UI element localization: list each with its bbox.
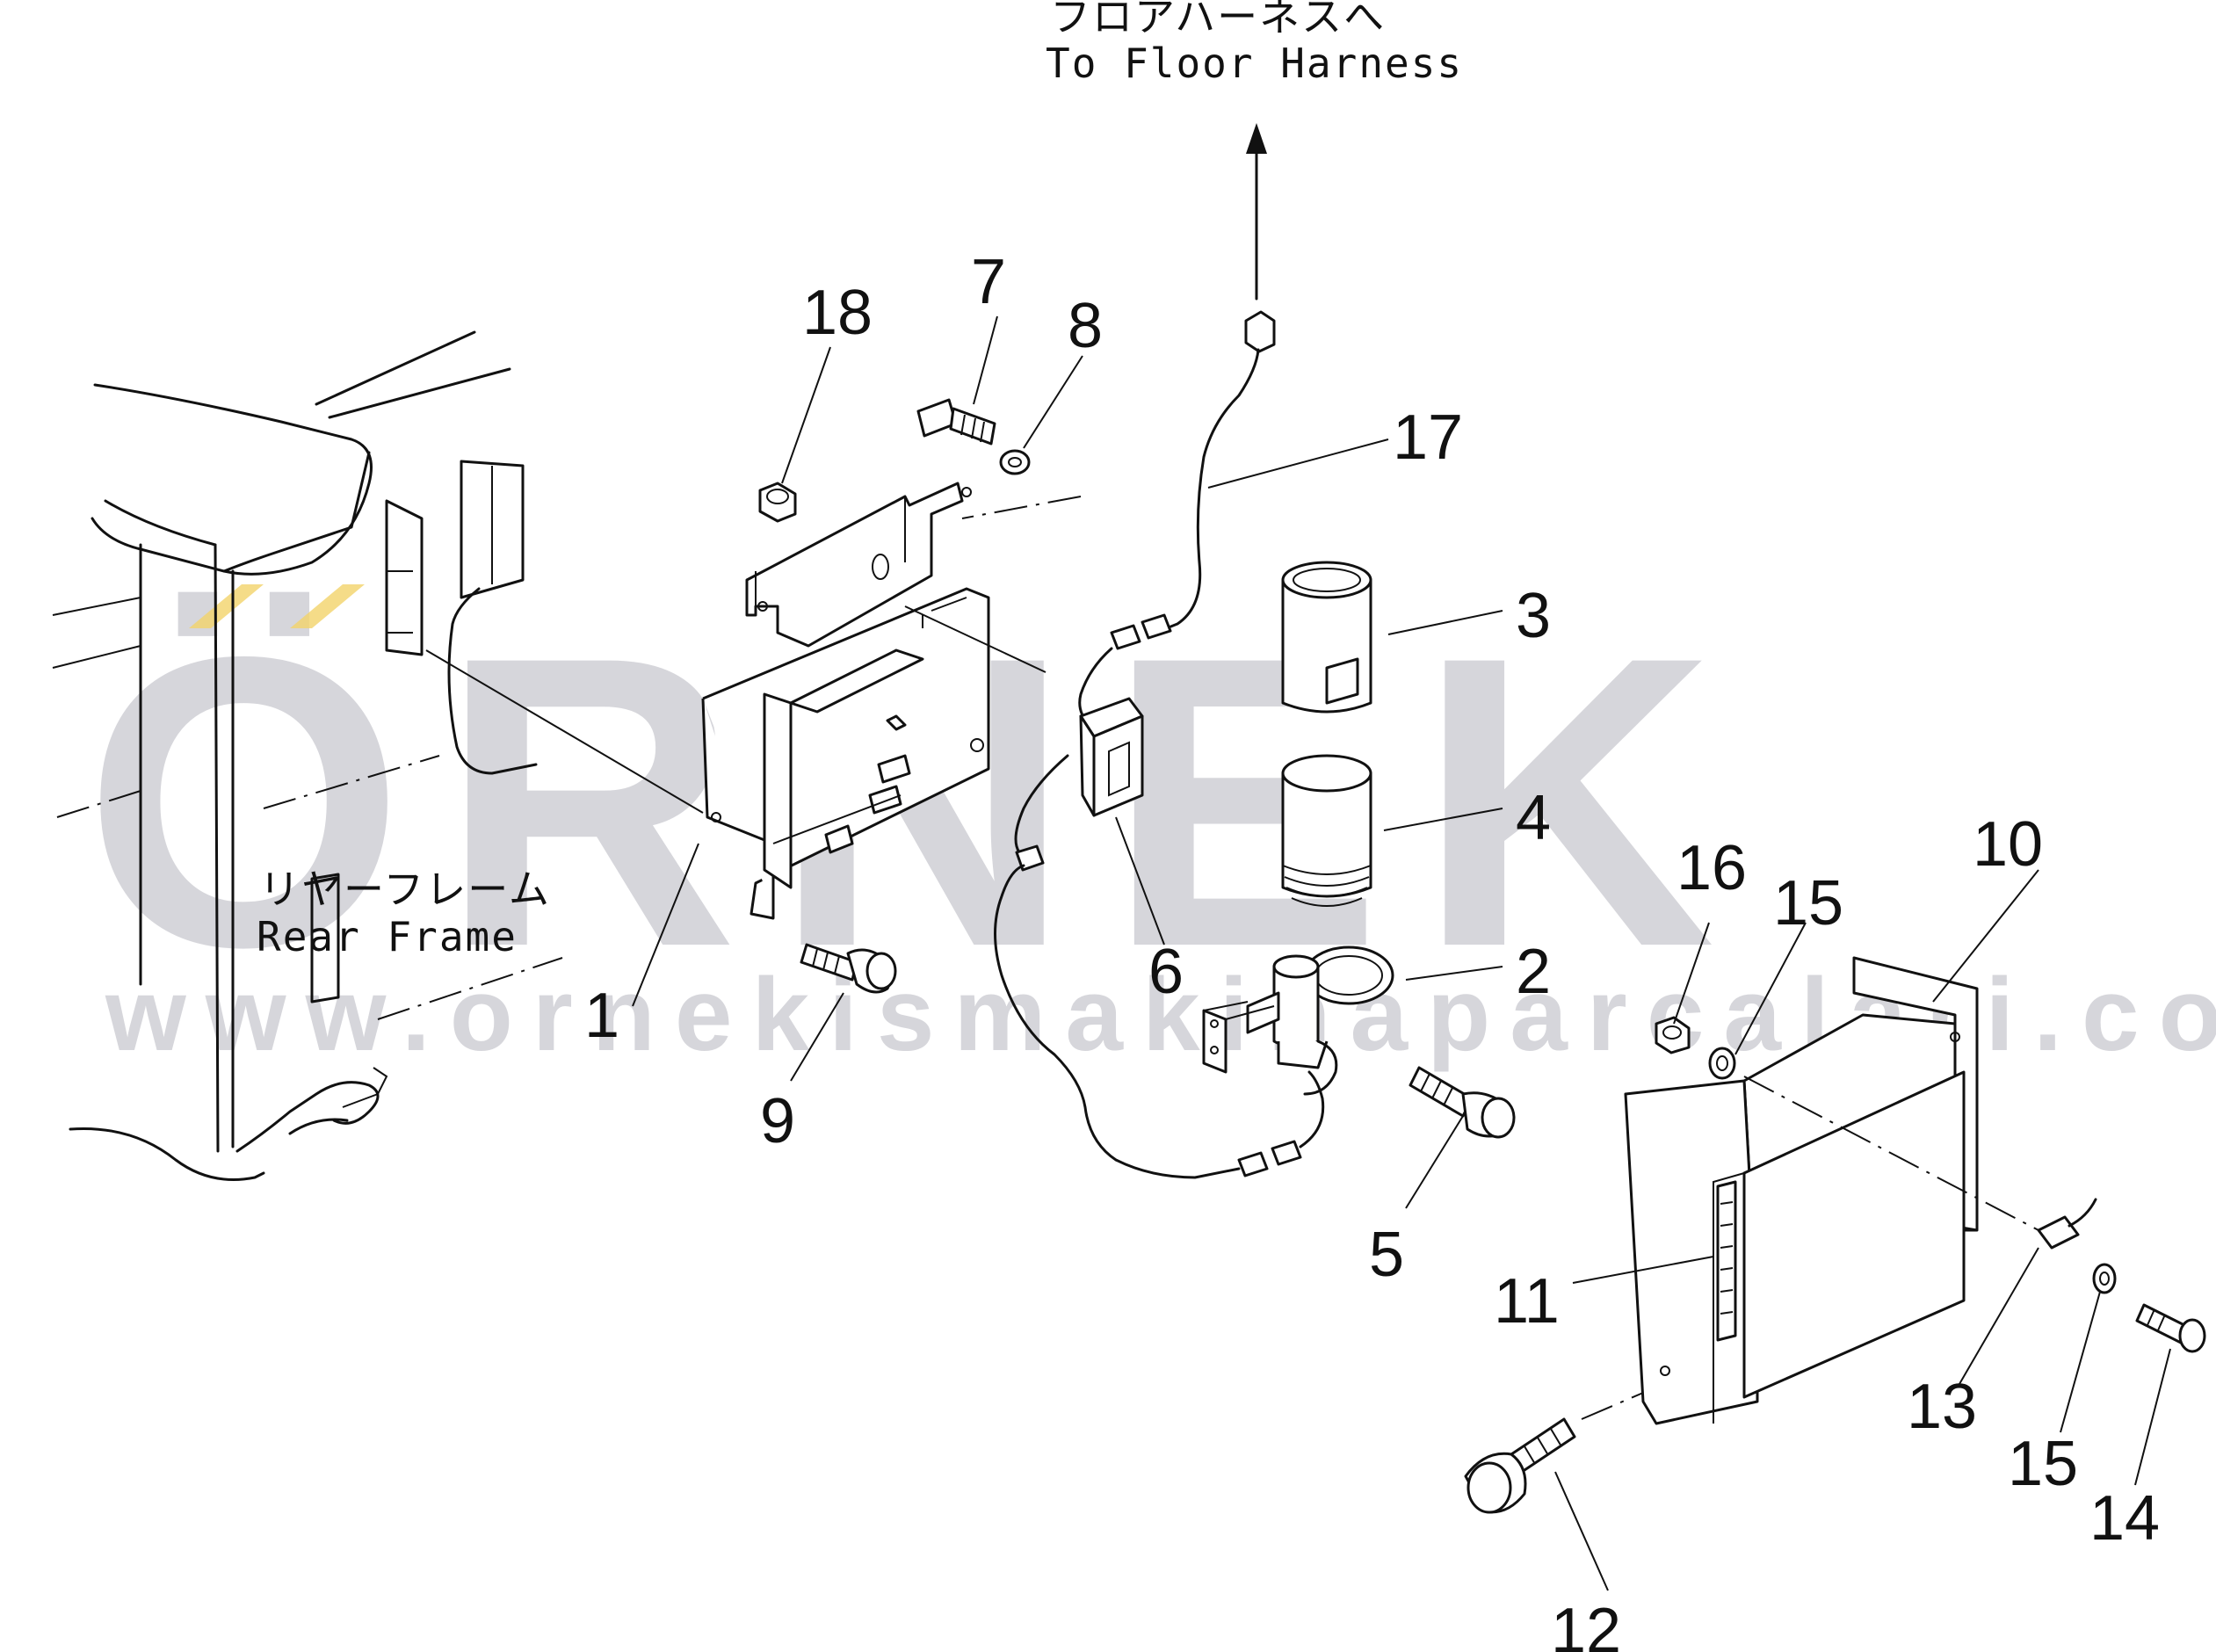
callout-2: 2	[1516, 937, 1551, 1007]
rear-frame	[52, 330, 563, 1181]
bolt-9	[800, 943, 897, 994]
callout-11: 11	[1494, 1266, 1560, 1337]
callout-10: 10	[1973, 809, 2043, 880]
callout-6: 6	[1148, 937, 1184, 1007]
upper-plate	[745, 482, 972, 648]
filter-element-3	[1281, 561, 1372, 714]
washer-8	[999, 449, 1031, 475]
bolt-12	[1464, 1417, 1576, 1514]
nut-16	[1655, 1016, 1691, 1054]
harness-17	[994, 123, 1325, 1179]
callout-12: 12	[1551, 1596, 1621, 1652]
callout-5: 5	[1369, 1220, 1404, 1290]
callout-9: 9	[760, 1086, 795, 1156]
floor-harness-label-jp: フロアハーネスへ	[1050, 0, 1386, 40]
callout-numbers: 18 7 8 17 3 4 2 6 1 9 5 10 16 15 11 12 1…	[584, 247, 2160, 1652]
floor-harness-label-en: To Floor Harness	[1046, 40, 1463, 87]
callout-13: 13	[1907, 1372, 1977, 1442]
rear-frame-label-en: Rear Frame	[257, 913, 518, 960]
rear-frame-label-jp: リヤーフレーム	[259, 866, 551, 913]
callout-16: 16	[1676, 833, 1747, 903]
nut-18	[758, 482, 797, 523]
callout-17: 17	[1393, 402, 1463, 473]
arrow-up-icon	[1246, 123, 1267, 154]
sensor-base-2	[1202, 946, 1394, 1096]
callout-3: 3	[1516, 581, 1551, 651]
callout-4: 4	[1516, 783, 1551, 853]
callout-14: 14	[2089, 1483, 2160, 1554]
guide-line-cover	[1743, 1076, 2039, 1231]
connector-13	[2037, 1198, 2097, 1250]
filter-element-4	[1281, 754, 1372, 907]
guide-line-bracket	[425, 649, 704, 814]
bolt-5	[1409, 1066, 1516, 1139]
guide-line-upper	[961, 496, 1082, 519]
guide-line-switch	[904, 605, 1046, 673]
leader-lines	[632, 315, 2171, 1591]
washer-15-upper	[1708, 1047, 1736, 1080]
callout-8: 8	[1068, 291, 1103, 361]
main-bracket	[701, 587, 990, 920]
guide-line-bolt-12	[1581, 1392, 1644, 1420]
callout-7: 7	[971, 247, 1006, 317]
text-labels: フロアハーネスへ To Floor Harness リヤーフレーム Rear F…	[257, 0, 1463, 960]
controller-11	[1624, 1032, 1966, 1425]
callout-15-upper: 15	[1773, 868, 1843, 938]
callout-18: 18	[802, 278, 873, 348]
switch-6	[1079, 697, 1144, 817]
callout-15-lower: 15	[2008, 1429, 2078, 1499]
washer-15-lower	[2092, 1263, 2117, 1294]
bolt-14	[2135, 1303, 2206, 1353]
bolt-7	[916, 398, 996, 446]
callout-1: 1	[584, 981, 619, 1051]
